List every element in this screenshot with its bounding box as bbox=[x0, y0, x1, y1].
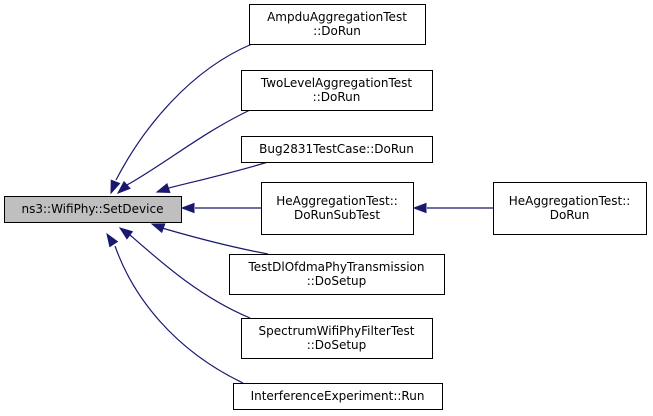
node-box bbox=[241, 318, 433, 359]
edge-line bbox=[164, 161, 269, 190]
node-label-line: ::DoSetup bbox=[307, 338, 367, 352]
edge-interference-setdevice bbox=[106, 232, 244, 384]
node-label-line: DoRun bbox=[550, 208, 590, 222]
node-ampdu[interactable]: AmpduAggregationTest::DoRun bbox=[249, 4, 426, 45]
node-box bbox=[249, 4, 426, 45]
node-label-line: SpectrumWifiPhyFilterTest bbox=[259, 324, 415, 338]
node-interference[interactable]: InterferenceExperiment::Run bbox=[233, 383, 443, 410]
node-label-line: InterferenceExperiment::Run bbox=[251, 389, 425, 403]
arrowhead bbox=[106, 232, 119, 248]
edge-spectrum-setdevice bbox=[118, 227, 251, 319]
arrowhead bbox=[412, 202, 427, 214]
arrowhead bbox=[180, 202, 195, 214]
arrowhead bbox=[150, 223, 166, 234]
edge-bug2831-setdevice bbox=[155, 161, 269, 193]
node-spectrum[interactable]: SpectrumWifiPhyFilterTest::DoSetup bbox=[241, 318, 433, 359]
arrowhead bbox=[116, 180, 131, 194]
node-he-dorun[interactable]: HeAggregationTest::DoRun bbox=[493, 182, 647, 235]
node-box bbox=[241, 136, 433, 163]
nodes: ns3::WifiPhy::SetDevice AmpduAggregationT… bbox=[4, 4, 647, 410]
node-dlofdma[interactable]: TestDlOfdmaPhyTransmission::DoSetup bbox=[229, 254, 445, 295]
node-label-line: AmpduAggregationTest bbox=[267, 10, 407, 24]
arrowhead bbox=[110, 179, 121, 195]
edge-line bbox=[114, 245, 244, 384]
edge-he-dorun-he-subtest bbox=[412, 202, 493, 214]
node-label-line: ::DoSetup bbox=[307, 274, 367, 288]
node-label-line: TwoLevelAggregationTest bbox=[260, 76, 413, 90]
arrowhead bbox=[155, 183, 171, 193]
node-box bbox=[241, 70, 433, 111]
node-bug2831[interactable]: Bug2831TestCase::DoRun bbox=[241, 136, 433, 163]
node-he-subtest[interactable]: HeAggregationTest::DoRunSubTest bbox=[261, 182, 414, 235]
node-label-line: Bug2831TestCase::DoRun bbox=[259, 142, 414, 156]
edge-dlofdma-setdevice bbox=[150, 223, 269, 255]
node-box bbox=[229, 254, 445, 295]
node-label-line: ns3::WifiPhy::SetDevice bbox=[22, 202, 164, 216]
edge-line bbox=[161, 227, 269, 255]
node-twolevel[interactable]: TwoLevelAggregationTest::DoRun bbox=[241, 70, 433, 111]
node-label-line: ::DoRun bbox=[313, 24, 361, 38]
node-box bbox=[261, 182, 414, 235]
node-label-line: HeAggregationTest:: bbox=[509, 194, 631, 208]
node-setdevice: ns3::WifiPhy::SetDevice bbox=[4, 196, 182, 223]
edge-line bbox=[115, 43, 253, 181]
edge-line bbox=[126, 109, 251, 186]
edge-line bbox=[129, 234, 251, 319]
node-label-line: HeAggregationTest:: bbox=[276, 194, 398, 208]
arrowhead bbox=[118, 227, 134, 240]
edge-twolevel-setdevice bbox=[116, 109, 251, 194]
node-box bbox=[4, 196, 182, 223]
node-box bbox=[493, 182, 647, 235]
edges bbox=[106, 43, 493, 384]
node-label-line: DoRunSubTest bbox=[294, 208, 380, 222]
edge-he-subtest-setdevice bbox=[180, 202, 261, 214]
node-box bbox=[233, 383, 443, 410]
edge-ampdu-setdevice bbox=[110, 43, 253, 195]
node-label-line: ::DoRun bbox=[313, 90, 361, 104]
node-label-line: TestDlOfdmaPhyTransmission bbox=[248, 260, 425, 274]
